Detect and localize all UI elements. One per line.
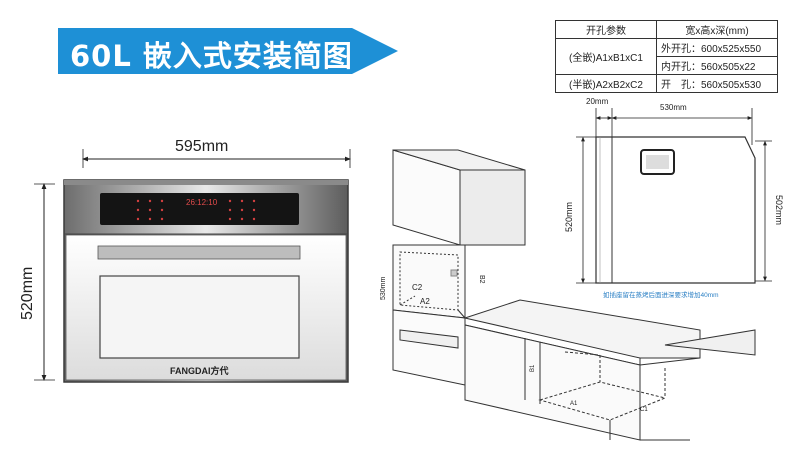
oven-window [99, 275, 300, 359]
table-header-cell: 宽x高x深(mm) [656, 20, 778, 39]
oven-brand: FANGDAI方代 [170, 365, 229, 376]
label-b1: B1 [530, 364, 536, 372]
half-embed-hole: 开 孔：560x505x530 [656, 74, 778, 93]
spec-table: 开孔参数 宽x高x深(mm) (全嵌)A1xB1xC1 外开孔：600x525x… [555, 20, 778, 93]
oven-width-label: 595mm [175, 138, 228, 155]
gap-label: 20mm [586, 97, 609, 106]
oven-height-label: 520mm [19, 267, 36, 320]
right-height-label: 502mm [774, 195, 784, 225]
cabinet-view [392, 149, 756, 441]
label-a2: A2 [420, 297, 430, 306]
label-530mm: 530mm [380, 276, 387, 300]
socket-note: 如插座留在蒸烤后面进深要求增加40mm [603, 290, 719, 299]
label-c1: C1 [640, 407, 648, 413]
oven-side-body [595, 136, 756, 284]
oven-handle [97, 245, 301, 260]
full-embed-inner: 内开孔：560x505x22 [656, 56, 778, 75]
oven-display: 26:12:10 [186, 198, 218, 207]
label-c2: C2 [412, 283, 423, 292]
full-embed-label: (全嵌)A1xB1xC1 [555, 38, 657, 75]
left-height-label: 520mm [564, 202, 574, 232]
table-row: (全嵌)A1xB1xC1 外开孔：600x525x550 [555, 38, 778, 75]
table-row: (半嵌)A2xB2xC2 开 孔：560x505x530 [555, 74, 778, 93]
full-embed-outer: 外开孔：600x525x550 [656, 38, 778, 57]
table-row: 开孔参数 宽x高x深(mm) [555, 20, 778, 39]
label-b2: B2 [478, 275, 485, 284]
oven-top-edge [64, 180, 348, 185]
side-view: 20mm 530mm 520mm 502mm 如插座留在蒸烤后面进深要求增加40… [564, 97, 784, 299]
label-a1: A1 [570, 401, 578, 407]
title-banner-shape [58, 28, 398, 74]
half-embed-label: (半嵌)A2xB2xC2 [555, 74, 657, 93]
oven-front-view: 26:12:10 FANGDAI方代 595mm 520mm [19, 138, 351, 383]
page-title: 60L 嵌入式安装简图 [70, 39, 353, 73]
depth-label: 530mm [660, 103, 687, 112]
table-header-cell: 开孔参数 [555, 20, 657, 39]
